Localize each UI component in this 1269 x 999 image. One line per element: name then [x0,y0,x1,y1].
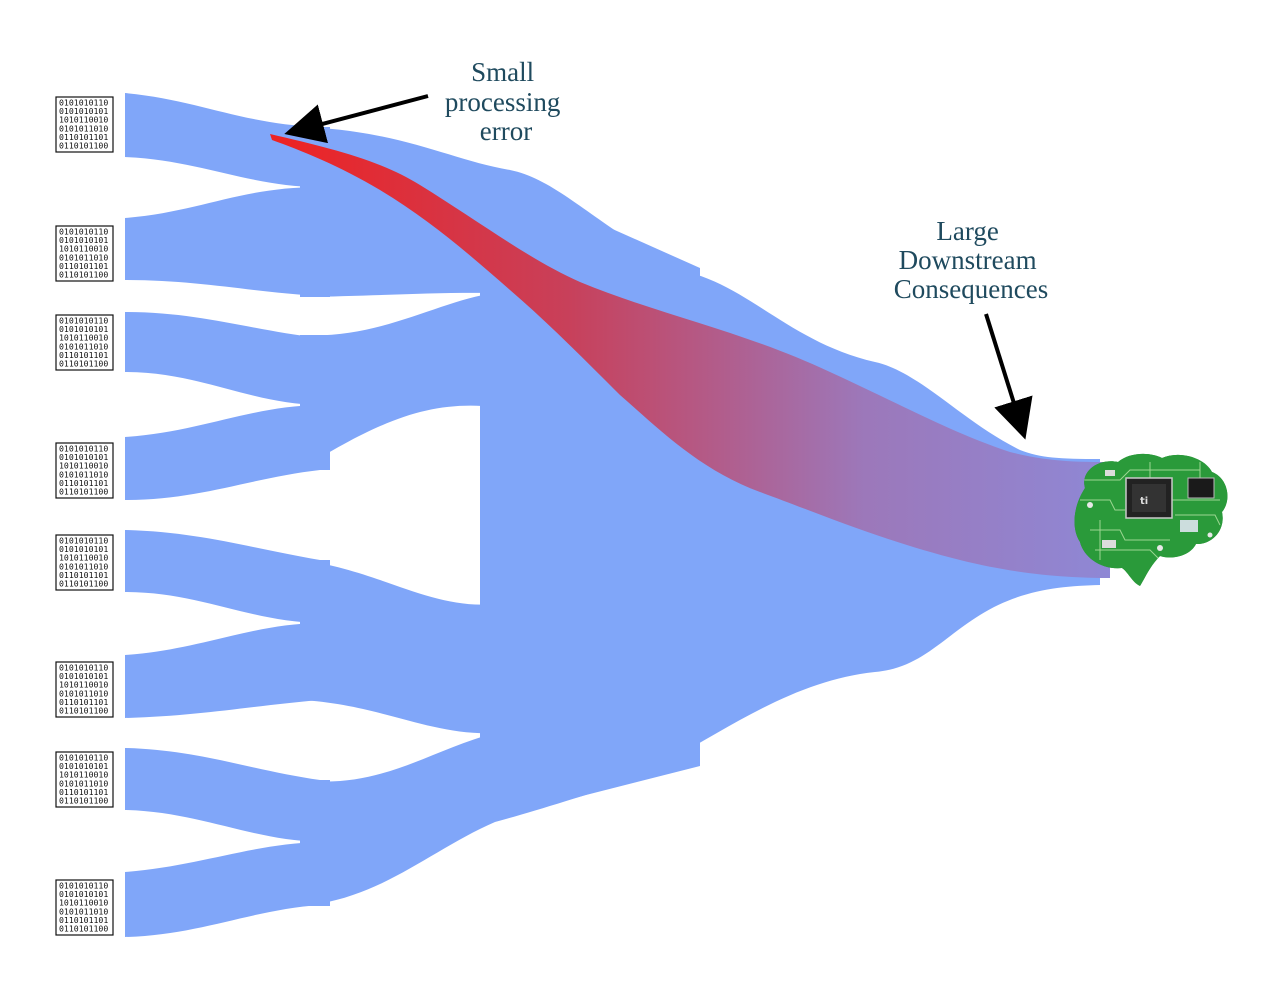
error-stream [270,134,1110,578]
binary-line: 0101010101 [59,671,108,681]
error-annotation-line: Small [471,57,534,87]
binary-line: 0101010110 [59,881,108,891]
binary-line: 0101011010 [59,341,108,351]
binary-line: 0101010101 [59,324,108,334]
arrow-icon [984,313,1033,440]
binary-line: 0110101101 [59,261,108,271]
binary-line: 0110101100 [59,141,108,151]
binary-line: 0101011010 [59,252,108,262]
svg-text:ti: ti [1140,496,1148,507]
binary-line: 0101011010 [59,123,108,133]
binary-line: 0110101100 [59,924,108,934]
binary-line: 0101011010 [59,778,108,788]
binary-line: 0110101101 [59,570,108,580]
binary-line: 0110101100 [59,706,108,716]
binary-line: 0101010101 [59,544,108,554]
binary-line: 1010110010 [59,770,108,780]
binary-line: 0101010110 [59,753,108,763]
binary-line: 0101010101 [59,452,108,462]
binary-data-icon: 0101010110010101010110101100100101011010… [55,442,114,499]
stream-merge-1-2 [125,93,320,296]
binary-line: 0110101100 [59,359,108,369]
binary-data-icon: 0101010110010101010110101100100101011010… [55,314,114,371]
binary-data-icon: 0101010110010101010110101100100101011010… [55,751,114,808]
binary-line: 0110101100 [59,270,108,280]
stream-merge-3-4 [125,312,320,500]
binary-line: 1010110010 [59,461,108,471]
binary-line: 0110101101 [59,350,108,360]
binary-line: 0101010110 [59,98,108,108]
consequence-annotation-line: Consequences [894,274,1048,304]
binary-line: 1010110010 [59,244,108,254]
binary-line: 1010110010 [59,553,108,563]
error-annotation-line: error [480,116,532,146]
binary-line: 0101010101 [59,106,108,116]
binary-line: 1010110010 [59,898,108,908]
binary-line: 0101010110 [59,536,108,546]
binary-line: 1010110010 [59,333,108,343]
binary-line: 0101010101 [59,235,108,245]
binary-inputs: 0101010110010101010110101100100101011010… [55,96,114,936]
error-annotation: Small processing error [445,57,567,146]
binary-line: 0101010110 [59,444,108,454]
binary-line: 0101010110 [59,227,108,237]
arrow-icon [284,94,429,144]
error-annotation-line: processing [445,87,560,117]
binary-data-icon: 0101010110010101010110101100100101011010… [55,661,114,718]
binary-line: 0110101100 [59,579,108,589]
binary-line: 0110101101 [59,478,108,488]
binary-line: 0101011010 [59,906,108,916]
binary-line: 0101010110 [59,316,108,326]
binary-line: 0110101100 [59,796,108,806]
binary-line: 0101011010 [59,688,108,698]
binary-line: 0110101101 [59,915,108,925]
binary-line: 1010110010 [59,680,108,690]
consequence-annotation-line: Downstream [899,245,1037,275]
binary-line: 0101010101 [59,889,108,899]
binary-data-icon: 0101010110010101010110101100100101011010… [55,534,114,591]
stream-merge-5-6 [125,530,320,718]
stream-merge-7-8 [125,748,320,937]
binary-data-icon: 0101010110010101010110101100100101011010… [55,879,114,936]
consequence-annotation: Large Downstream Consequences [894,216,1048,304]
binary-line: 0110101101 [59,787,108,797]
binary-line: 0101010110 [59,663,108,673]
binary-line: 0110101101 [59,132,108,142]
binary-line: 0101011010 [59,469,108,479]
binary-line: 0101010101 [59,761,108,771]
binary-data-icon: 0101010110010101010110101100100101011010… [55,96,114,153]
binary-line: 0110101101 [59,697,108,707]
binary-line: 0110101100 [59,487,108,497]
consequence-annotation-line: Large [936,216,998,246]
binary-data-icon: 0101010110010101010110101100100101011010… [55,225,114,282]
binary-line: 1010110010 [59,115,108,125]
binary-line: 0101011010 [59,561,108,571]
